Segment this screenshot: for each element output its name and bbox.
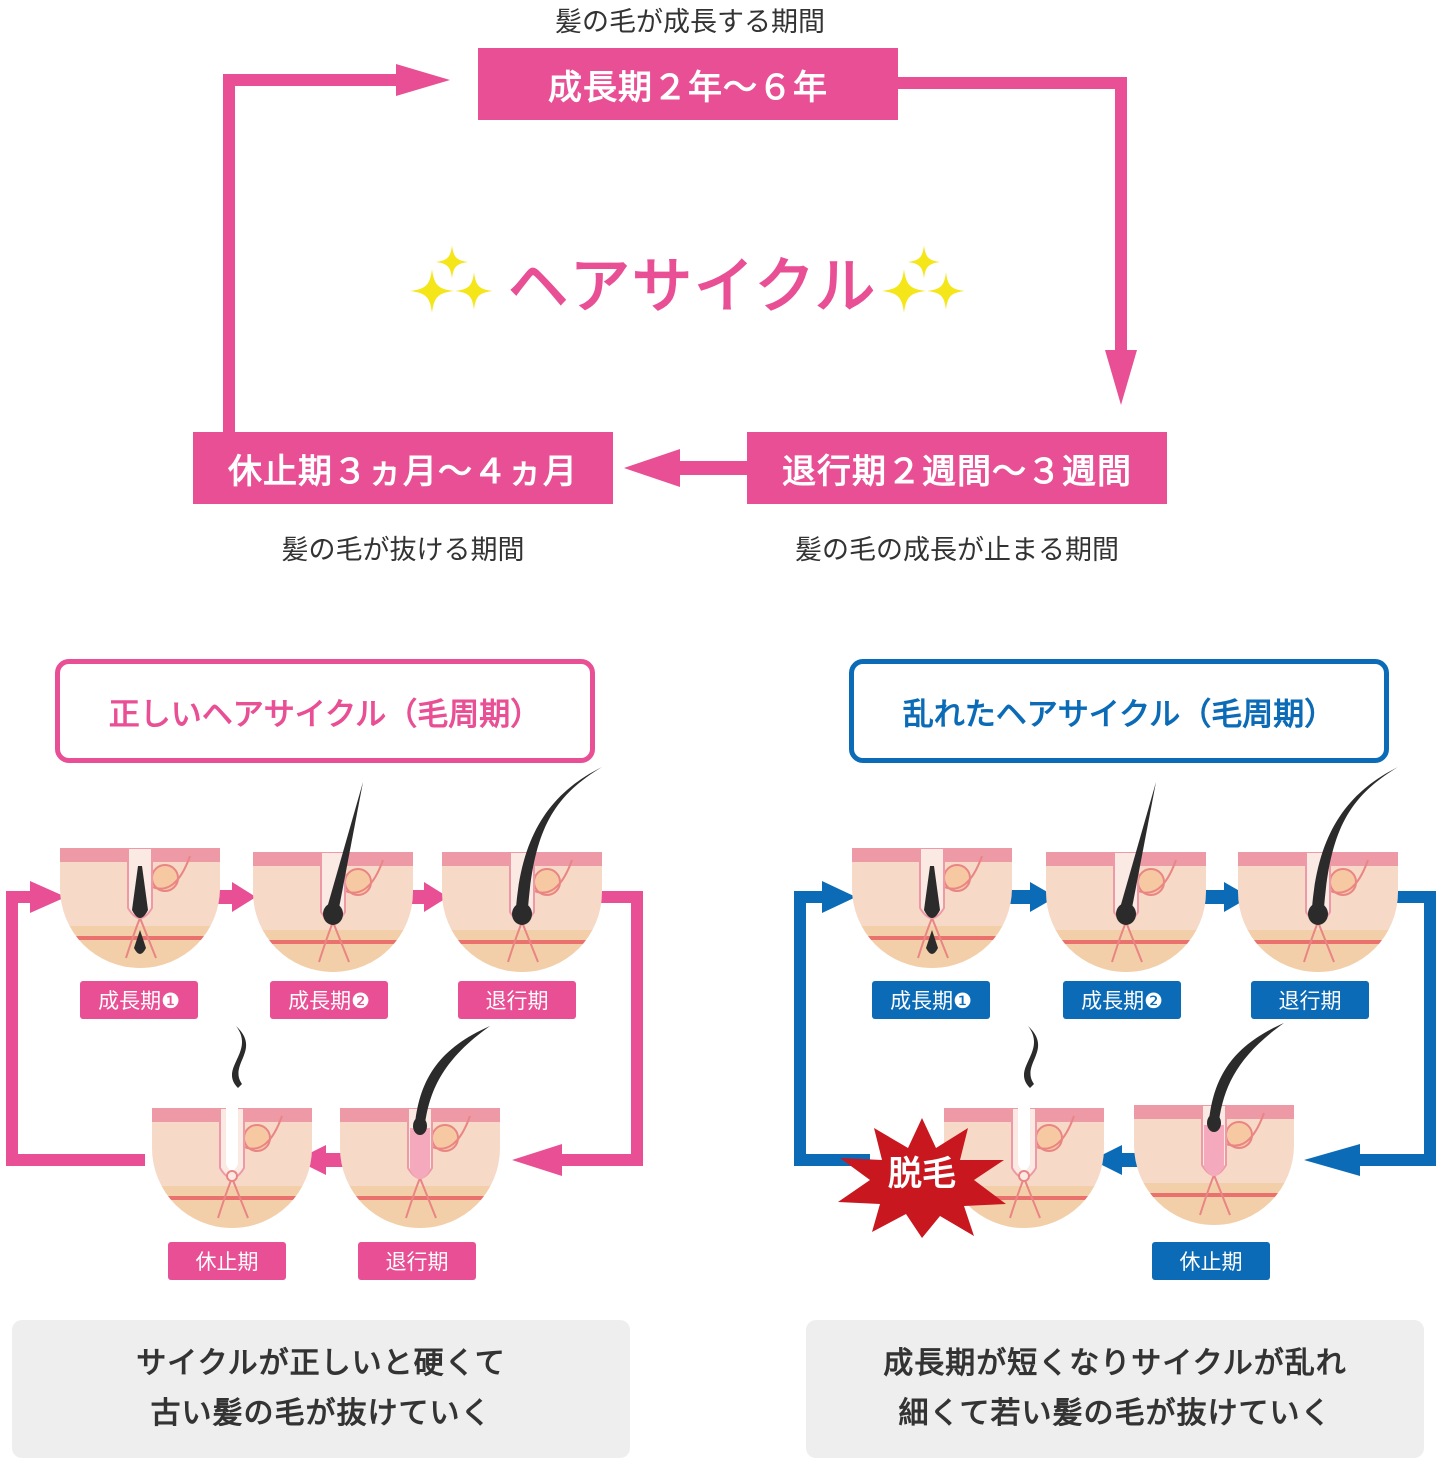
correct-follicle-regression xyxy=(442,767,602,972)
correct-label-growth-1: 成長期❶ xyxy=(80,981,198,1019)
correct-summary-line-1: サイクルが正しいと硬くて xyxy=(136,1346,506,1381)
disturbed-follicle-growth-2 xyxy=(1046,782,1206,972)
disturbed-summary-line-2: 細くて若い髪の毛が抜けていく xyxy=(898,1396,1332,1431)
correct-follicle-rest xyxy=(152,1026,312,1228)
correct-label-regression: 退行期 xyxy=(458,981,576,1019)
correct-follicle-regression-2 xyxy=(340,1026,500,1228)
disturbed-label-growth-2: 成長期❷ xyxy=(1063,981,1181,1019)
arrow-growth-to-regression xyxy=(898,77,1137,405)
hair-loss-badge: 脱毛 xyxy=(888,1154,956,1194)
disturbed-follicle-rest xyxy=(1134,1023,1294,1225)
arrow-regression-to-rest xyxy=(624,449,747,487)
disturbed-label-growth-1: 成長期❶ xyxy=(872,981,990,1019)
disturbed-summary-line-1: 成長期が短くなりサイクルが乱れ xyxy=(883,1346,1347,1381)
regression-phase-box: 退行期２週間〜３週間 xyxy=(747,432,1167,504)
arrow-rest-to-growth xyxy=(223,64,450,432)
disturbed-cycle-title: 乱れたヘアサイクル（毛周期） xyxy=(849,659,1389,763)
correct-label-growth-2: 成長期❷ xyxy=(270,981,388,1019)
correct-cycle-title: 正しいヘアサイクル（毛周期） xyxy=(55,659,595,763)
disturbed-label-regression: 退行期 xyxy=(1251,981,1369,1019)
correct-summary-line-2: 古い髪の毛が抜けていく xyxy=(150,1396,492,1431)
rest-caption: 髪の毛が抜ける期間 xyxy=(281,535,525,566)
correct-label-regression-2: 退行期 xyxy=(358,1242,476,1280)
regression-caption: 髪の毛の成長が止まる期間 xyxy=(795,535,1119,566)
growth-phase-box: 成長期２年〜６年 xyxy=(478,48,898,120)
hair-loss-burst-icon xyxy=(838,1118,1006,1238)
disturbed-follicle-growth-1 xyxy=(852,848,1012,968)
correct-label-rest: 休止期 xyxy=(168,1242,286,1280)
disturbed-cycle-summary: 成長期が短くなりサイクルが乱れ 細くて若い髪の毛が抜けていく xyxy=(806,1320,1424,1458)
correct-cycle-summary: サイクルが正しいと硬くて 古い髪の毛が抜けていく xyxy=(12,1320,630,1458)
growth-caption: 髪の毛が成長する期間 xyxy=(555,7,825,38)
disturbed-follicle-regression xyxy=(1238,767,1398,972)
disturbed-label-rest: 休止期 xyxy=(1152,1242,1270,1280)
correct-follicle-growth-1 xyxy=(60,848,220,968)
hair-cycle-title: ヘアサイクル xyxy=(508,252,877,322)
rest-phase-box: 休止期３ヵ月〜４ヵ月 xyxy=(193,432,613,504)
correct-follicle-growth-2 xyxy=(253,782,413,972)
